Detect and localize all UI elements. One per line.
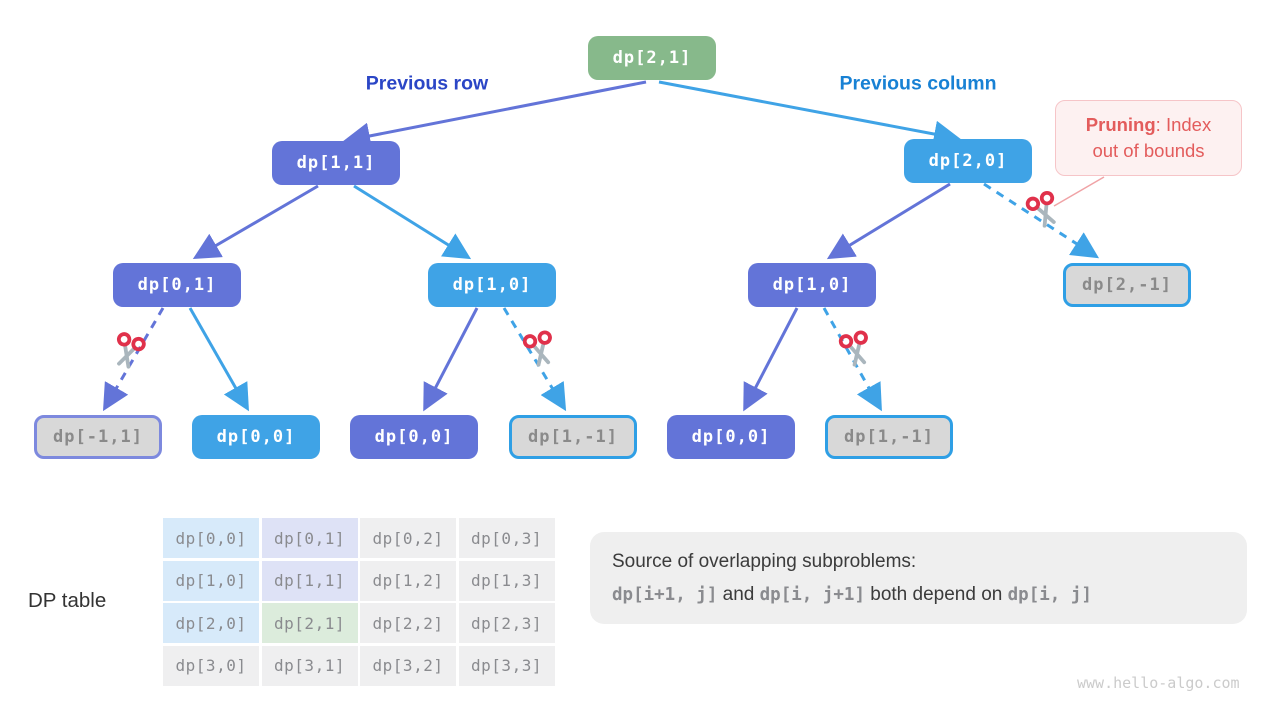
dp-table-cell-3-1: dp[3,1] — [261, 645, 358, 686]
text-fragment: both depend on — [864, 584, 1008, 606]
dp-table-cell-2-3: dp[2,3] — [458, 603, 555, 643]
scissors-icon — [834, 327, 878, 373]
pruning-callout-rest: : Index — [1155, 114, 1212, 136]
dp-table-cell-3-2: dp[3,2] — [360, 645, 456, 686]
tree-node-dp-1-1: dp[1,-1] — [825, 415, 953, 459]
dp-table-cell-0-1: dp[0,1] — [261, 518, 358, 558]
dp-table-cell-0-2: dp[0,2] — [360, 518, 456, 558]
pruning-callout-bold: Pruning — [1085, 114, 1156, 136]
overlapping-subproblems-box: Source of overlapping subproblems: dp[i+… — [590, 532, 1247, 624]
tree-node-dp-2-1: dp[2,1] — [588, 36, 716, 80]
dp-table-cell-1-1: dp[1,1] — [261, 560, 358, 601]
edge-blue — [188, 307, 249, 412]
dp-table-cell-3-3: dp[3,3] — [458, 645, 555, 686]
tree-node-dp-0-1: dp[0,1] — [113, 263, 241, 307]
tree-node-dp-2-1: dp[2,-1] — [1063, 263, 1191, 307]
code-fragment: dp[i, j] — [1007, 585, 1092, 606]
edge-purple — [423, 307, 479, 412]
pruning-callout-text: Pruning: Index out of bounds — [1086, 112, 1211, 164]
dp-table-cell-0-0: dp[0,0] — [163, 518, 259, 558]
previous-column-label: Previous column — [839, 72, 997, 95]
tree-node-dp-1-0: dp[1,0] — [428, 263, 556, 307]
code-fragment: dp[i+1, j] — [612, 585, 718, 606]
dp-table-cell-1-2: dp[1,2] — [360, 560, 456, 601]
dp-table-cell-2-2: dp[2,2] — [360, 603, 456, 643]
tree-node-dp-1-1: dp[1,1] — [272, 141, 400, 185]
scissors-icon — [1020, 187, 1068, 236]
dp-table: dp[0,0]dp[0,1]dp[0,2]dp[0,3]dp[1,0]dp[1,… — [163, 518, 555, 686]
dp-table-cell-2-1: dp[2,1] — [261, 603, 358, 643]
tree-node-dp-2-0: dp[2,0] — [904, 139, 1032, 183]
edge-purple — [826, 182, 951, 260]
tree-node-dp-0-0: dp[0,0] — [192, 415, 320, 459]
info-line-1: Source of overlapping subproblems: — [612, 551, 917, 572]
pruning-callout: Pruning: Index out of bounds — [1055, 100, 1242, 176]
dp-table-cell-0-3: dp[0,3] — [458, 518, 555, 558]
info-line-2: dp[i+1, j] and dp[i, j+1] both depend on… — [612, 578, 1237, 611]
edge-purple — [743, 307, 799, 412]
callout-pointer-line — [1053, 176, 1105, 207]
tree-node-dp-1-0: dp[1,0] — [748, 263, 876, 307]
dp-table-cell-1-3: dp[1,3] — [458, 560, 555, 601]
dp-table-cell-1-0: dp[1,0] — [163, 560, 259, 601]
tree-node-dp-0-0: dp[0,0] — [350, 415, 478, 459]
code-fragment: dp[i, j+1] — [759, 585, 865, 606]
scissors-icon — [105, 328, 151, 375]
dp-table-cell-2-0: dp[2,0] — [163, 603, 259, 643]
tree-node-dp-0-0: dp[0,0] — [667, 415, 795, 459]
text-fragment: and — [717, 584, 760, 606]
scissors-icon — [518, 327, 562, 373]
edge-blue — [353, 184, 472, 260]
tree-node-dp-1-1: dp[1,-1] — [509, 415, 637, 459]
tree-node-dp-1-1: dp[-1,1] — [34, 415, 162, 459]
pruning-callout-line2: out of bounds — [1092, 140, 1205, 161]
previous-row-label: Previous row — [365, 72, 489, 95]
edge-purple — [192, 184, 319, 260]
dp-table-label: DP table — [28, 589, 107, 612]
dp-table-cell-3-0: dp[3,0] — [163, 645, 259, 686]
watermark: www.hello-algo.com — [1077, 674, 1240, 692]
